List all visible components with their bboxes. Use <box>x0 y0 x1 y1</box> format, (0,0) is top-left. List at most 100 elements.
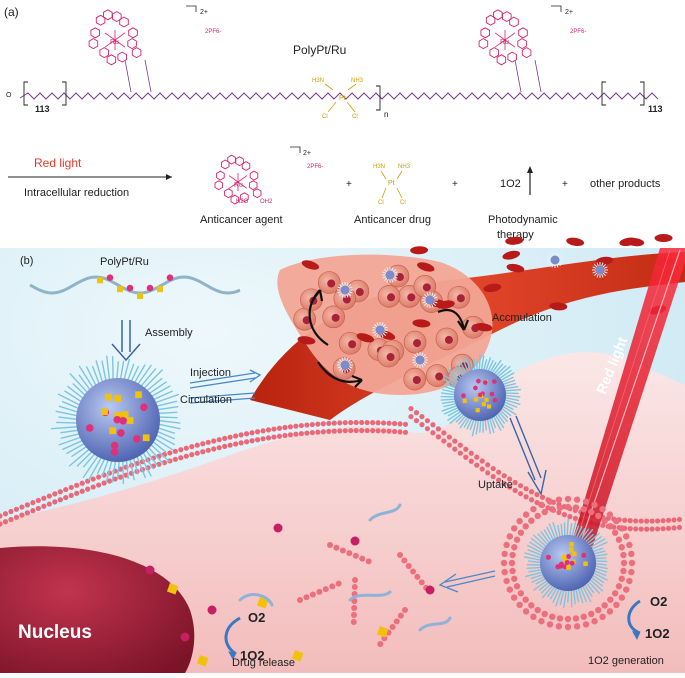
lipid-head <box>184 446 189 451</box>
ring <box>107 55 116 65</box>
lipid-head <box>463 447 468 452</box>
polymer-backbone: O 113 113 n Pt H3N NH3 Cl Cl <box>6 60 663 120</box>
lipid-head <box>511 544 517 550</box>
lipid-head <box>337 428 342 433</box>
product-h2o: H2O <box>236 199 249 205</box>
lipid-head <box>217 445 222 450</box>
ru-bead <box>167 274 174 281</box>
lipid-head <box>346 550 352 556</box>
lipid-head <box>189 444 194 449</box>
lipid-head <box>332 429 337 434</box>
lipid-head <box>644 527 649 532</box>
lipid-head <box>304 422 309 427</box>
pt-dot <box>569 542 573 546</box>
lipid-head <box>507 533 513 539</box>
tumor-nucleus <box>413 376 421 384</box>
lipid-head <box>63 487 68 492</box>
ring <box>89 39 98 49</box>
ru-dot <box>478 393 483 398</box>
red-blood-cell <box>655 234 673 242</box>
cisplatin-pt: Pt <box>388 180 395 187</box>
lipid-head <box>556 623 562 629</box>
ring <box>518 39 527 49</box>
ru-dot <box>483 380 488 385</box>
ring <box>228 155 236 164</box>
ring <box>497 55 506 65</box>
ring <box>104 10 113 20</box>
lipid-head <box>639 518 644 523</box>
lipid-head <box>408 414 413 419</box>
lipid-head <box>239 440 244 445</box>
lipid-head <box>671 525 676 530</box>
lipid-head <box>398 613 404 619</box>
panel-b-label: (b) <box>20 255 33 267</box>
ru-dot <box>117 429 125 437</box>
lipid-head <box>655 526 660 531</box>
lipid-head <box>299 431 304 436</box>
lipid-head <box>329 583 335 589</box>
lipid-head <box>359 420 364 425</box>
lipid-head <box>677 525 682 530</box>
lipid-head <box>228 443 233 448</box>
ru-dot <box>490 392 495 397</box>
lipid-head <box>348 420 353 425</box>
lipid-head <box>310 592 316 598</box>
lipid-head <box>419 579 425 585</box>
lipid-head <box>336 581 342 587</box>
lipid-head <box>601 602 607 608</box>
lipid-head <box>547 621 553 627</box>
lipid-head <box>485 470 490 475</box>
lipid-head <box>574 623 580 629</box>
ru-dot <box>86 424 94 432</box>
lipid-head <box>556 496 562 502</box>
ru-dot <box>581 553 586 558</box>
cisplatin: Pt H3N NH3 Cl Cl <box>373 164 411 206</box>
ring <box>217 171 225 180</box>
lipid-head <box>47 501 52 506</box>
lipid-head <box>401 557 407 563</box>
lipid-head <box>616 537 622 543</box>
tumor-nucleus <box>387 353 395 361</box>
lipid-head <box>485 462 490 467</box>
lipid-head <box>549 614 555 620</box>
lipid-head <box>293 432 298 437</box>
lipid-head <box>619 544 625 550</box>
o2-right: O2 <box>650 594 667 609</box>
lipid-head <box>222 436 227 441</box>
cisplatin-nh3-right: NH3 <box>398 164 411 170</box>
lipid-head <box>326 421 331 426</box>
lipid-head <box>480 458 485 463</box>
lipid-head <box>402 607 408 613</box>
lipid-head <box>629 560 635 566</box>
lipid-head <box>58 489 63 494</box>
tumor-nucleus <box>356 288 364 296</box>
lipid-head <box>370 428 375 433</box>
lipid-head <box>366 558 372 564</box>
pt-bead <box>137 293 143 299</box>
lipid-head <box>620 552 626 558</box>
lipid-head <box>599 614 605 620</box>
lipid-head <box>392 429 397 434</box>
ru-complex-left: Ru 2+ 2PF6- <box>89 6 221 65</box>
pt-dot <box>487 404 491 408</box>
lipid-head <box>623 586 629 592</box>
lipid-head <box>671 517 676 522</box>
step-circulation: Circulation <box>180 394 232 406</box>
singlet-o2-right: 1O2 <box>645 626 670 641</box>
lipid-head <box>74 491 79 496</box>
lipid-head <box>327 542 333 548</box>
lipid-head <box>619 594 625 600</box>
lipid-head <box>386 421 391 426</box>
lipid-head <box>189 452 194 457</box>
caption-drug: Anticancer drug <box>354 214 431 226</box>
lipid-head <box>530 614 536 620</box>
lipid-head <box>573 516 578 521</box>
lipid-head <box>293 424 298 429</box>
lipid-head <box>523 511 529 517</box>
lipid-head <box>441 438 446 443</box>
mini-core <box>426 296 435 305</box>
lipid-head <box>80 481 85 486</box>
plus-1: + <box>346 179 352 190</box>
tumor-nucleus <box>413 339 421 347</box>
